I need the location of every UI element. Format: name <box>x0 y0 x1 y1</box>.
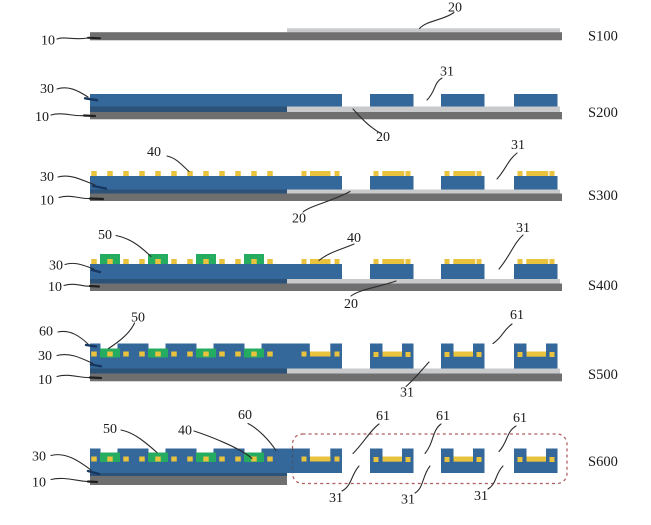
svg-text:10: 10 <box>41 33 55 48</box>
svg-text:20: 20 <box>448 0 462 15</box>
svg-text:S500: S500 <box>588 367 618 383</box>
svg-text:10: 10 <box>40 193 54 208</box>
svg-text:50: 50 <box>131 310 145 325</box>
svg-text:61: 61 <box>513 411 527 426</box>
svg-text:60: 60 <box>238 408 252 423</box>
svg-text:30: 30 <box>40 170 54 185</box>
svg-text:50: 50 <box>103 422 117 437</box>
svg-text:30: 30 <box>49 258 63 273</box>
svg-text:31: 31 <box>440 64 454 79</box>
svg-text:61: 61 <box>510 308 524 323</box>
svg-text:S100: S100 <box>588 29 618 45</box>
svg-text:10: 10 <box>32 475 46 490</box>
svg-text:10: 10 <box>35 110 49 125</box>
svg-text:30: 30 <box>32 449 46 464</box>
svg-text:S200: S200 <box>588 105 618 121</box>
svg-text:10: 10 <box>48 280 62 295</box>
svg-text:40: 40 <box>178 423 192 438</box>
svg-text:61: 61 <box>376 409 390 424</box>
svg-text:S300: S300 <box>588 188 618 204</box>
svg-text:40: 40 <box>147 145 161 160</box>
svg-text:61: 61 <box>436 409 450 424</box>
svg-text:20: 20 <box>344 297 358 312</box>
svg-text:20: 20 <box>376 130 390 145</box>
svg-text:31: 31 <box>400 385 414 400</box>
svg-text:31: 31 <box>516 221 530 236</box>
svg-text:10: 10 <box>38 373 52 388</box>
svg-text:31: 31 <box>511 138 525 153</box>
svg-text:50: 50 <box>98 228 112 243</box>
svg-text:20: 20 <box>292 211 306 226</box>
svg-text:30: 30 <box>38 349 52 364</box>
svg-text:S600: S600 <box>588 454 618 470</box>
svg-text:S400: S400 <box>588 278 618 294</box>
svg-text:40: 40 <box>347 231 361 246</box>
svg-text:31: 31 <box>401 492 415 507</box>
svg-text:31: 31 <box>474 489 488 504</box>
svg-text:60: 60 <box>39 324 53 339</box>
svg-text:30: 30 <box>40 82 54 97</box>
svg-text:31: 31 <box>329 491 343 506</box>
